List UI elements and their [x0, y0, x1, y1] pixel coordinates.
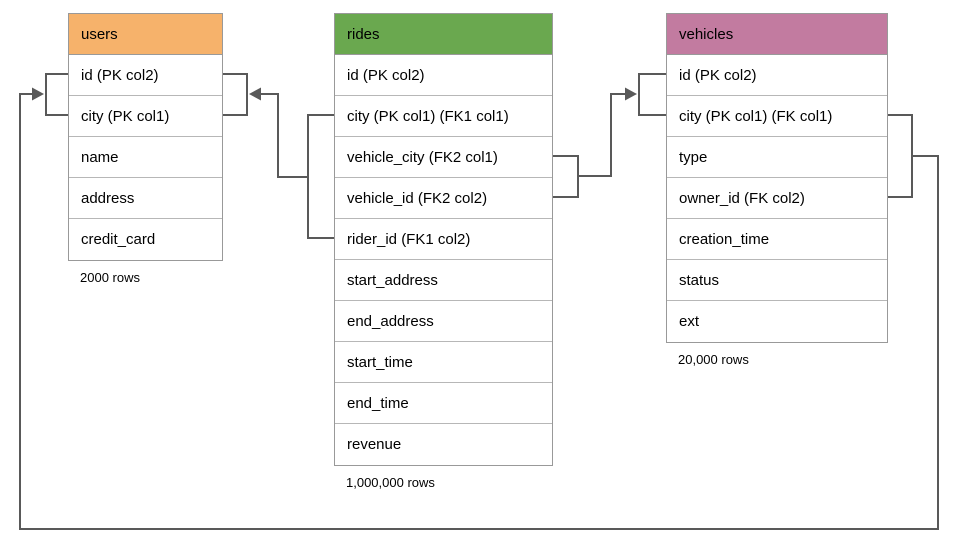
table-column-row: city (PK col1)	[69, 96, 222, 137]
table-vehicles-columns: id (PK col2) city (PK col1) (FK col1) ty…	[667, 55, 887, 342]
table-column-row: creation_time	[667, 219, 887, 260]
table-vehicles-header: vehicles	[667, 14, 887, 55]
table-column-row: type	[667, 137, 887, 178]
fk2-vehicles-pk-bracket	[638, 73, 666, 116]
fk2-rides-fk-bracket	[553, 155, 579, 198]
fk1-rides-fk-bracket	[307, 114, 334, 239]
table-column-row: id (PK col2)	[667, 55, 887, 96]
table-column-row: status	[667, 260, 887, 301]
table-rides-header: rides	[335, 14, 552, 55]
table-vehicles-row-count: 20,000 rows	[678, 352, 749, 367]
table-rides-box: rides id (PK col2) city (PK col1) (FK1 c…	[334, 13, 553, 466]
fk1-arrowhead	[249, 87, 261, 101]
table-column-row: credit_card	[69, 219, 222, 260]
fk3-vehicles-fk-bracket	[888, 114, 913, 198]
fk1-connector-line	[261, 93, 308, 178]
fk1-users-pk-bracket	[223, 73, 248, 116]
table-column-row: city (PK col1) (FK1 col1)	[335, 96, 552, 137]
table-users-box: users id (PK col2) city (PK col1) name a…	[68, 13, 223, 261]
fk2-arrowhead	[625, 87, 637, 101]
table-column-row: start_address	[335, 260, 552, 301]
table-column-row: address	[69, 178, 222, 219]
table-column-row: vehicle_city (FK2 col1)	[335, 137, 552, 178]
table-vehicles-box: vehicles id (PK col2) city (PK col1) (FK…	[666, 13, 888, 343]
fk3-users-pk-bracket	[45, 73, 68, 116]
table-users-columns: id (PK col2) city (PK col1) name address…	[69, 55, 222, 260]
table-column-row: revenue	[335, 424, 552, 465]
fk2-connector-line	[578, 93, 625, 177]
table-rides-columns: id (PK col2) city (PK col1) (FK1 col1) v…	[335, 55, 552, 465]
table-column-row: end_address	[335, 301, 552, 342]
table-column-row: end_time	[335, 383, 552, 424]
table-column-row: rider_id (FK1 col2)	[335, 219, 552, 260]
table-column-row: owner_id (FK col2)	[667, 178, 887, 219]
table-users-row-count: 2000 rows	[80, 270, 140, 285]
table-rides: rides id (PK col2) city (PK col1) (FK1 c…	[334, 13, 553, 490]
fk3-arrowhead	[32, 87, 44, 101]
table-users-header: users	[69, 14, 222, 55]
table-vehicles: vehicles id (PK col2) city (PK col1) (FK…	[666, 13, 888, 367]
table-column-row: start_time	[335, 342, 552, 383]
table-users: users id (PK col2) city (PK col1) name a…	[68, 13, 223, 285]
table-column-row: city (PK col1) (FK col1)	[667, 96, 887, 137]
table-column-row: id (PK col2)	[335, 55, 552, 96]
fk3-connector-line	[19, 93, 939, 530]
table-column-row: name	[69, 137, 222, 178]
table-rides-row-count: 1,000,000 rows	[346, 475, 435, 490]
table-column-row: id (PK col2)	[69, 55, 222, 96]
table-column-row: ext	[667, 301, 887, 342]
table-column-row: vehicle_id (FK2 col2)	[335, 178, 552, 219]
